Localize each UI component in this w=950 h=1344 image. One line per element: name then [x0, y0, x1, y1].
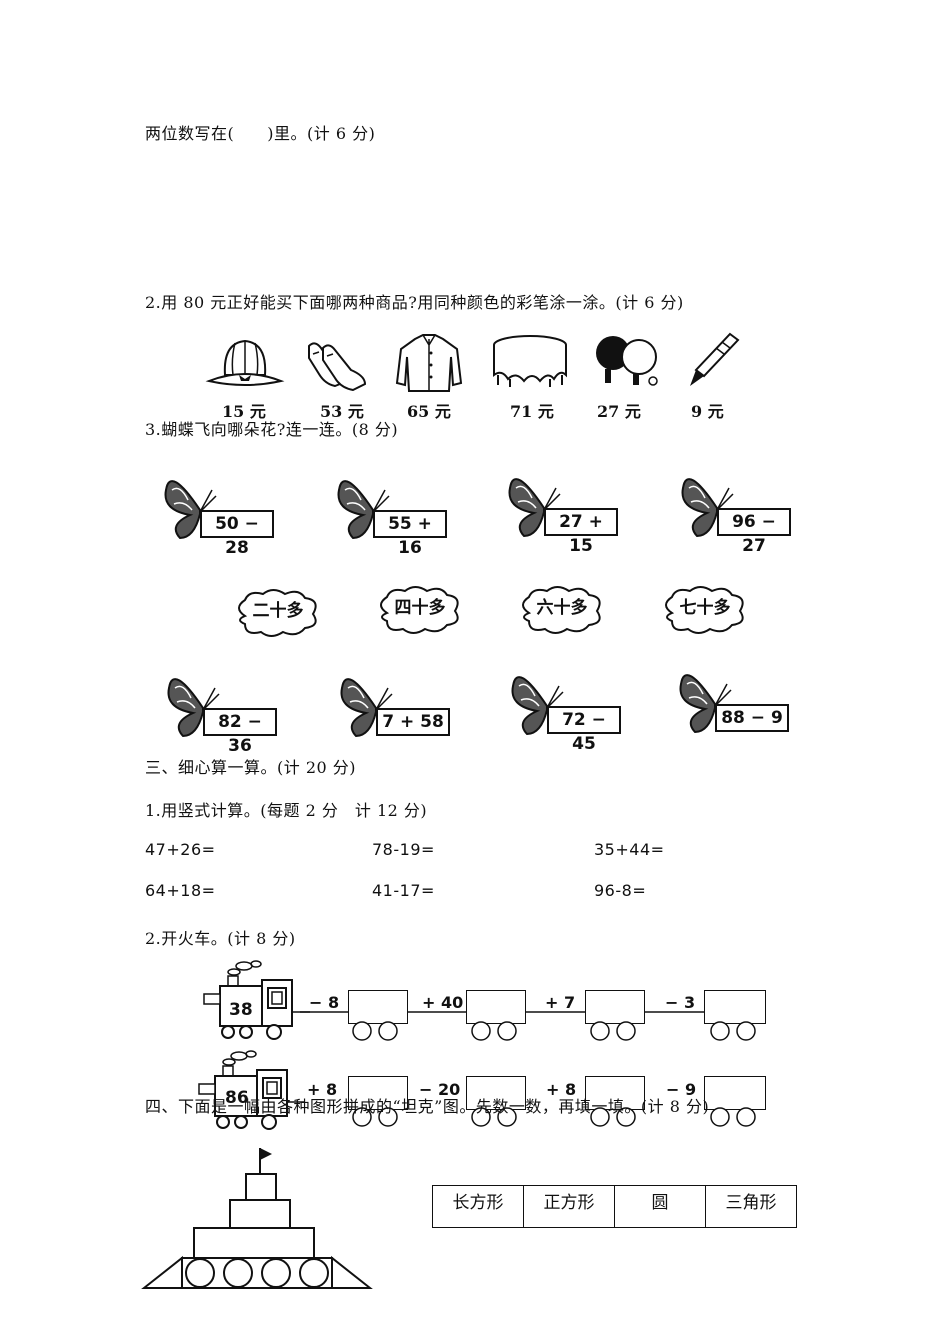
price-shoes: 53 元	[320, 402, 364, 421]
hat-icon	[205, 339, 285, 386]
calc-item: 35+44=	[594, 840, 665, 859]
butterfly-icon	[679, 674, 732, 734]
train1-op: + 7	[545, 993, 576, 1012]
butterfly-icon	[511, 676, 564, 736]
train1-car-answer[interactable]	[704, 990, 766, 1024]
expression-box: 88 − 9	[715, 704, 789, 732]
shirt-icon	[395, 334, 463, 392]
train2-car-answer[interactable]	[585, 1076, 645, 1110]
butterfly-card: 27 + 15	[504, 468, 624, 556]
expression-box: 50 − 28	[200, 510, 274, 558]
price-pen: 9 元	[691, 402, 724, 421]
q1-tail-text: 两位数写在( )里。(计 6 分)	[145, 124, 376, 143]
calc-item: 96-8=	[594, 881, 647, 900]
train2-op: + 8	[307, 1080, 338, 1099]
price-hat: 15 元	[222, 402, 266, 421]
train1-car-answer[interactable]	[348, 990, 408, 1024]
expression-box: 7 + 58	[376, 708, 450, 736]
section-3-q2: 2.开火车。(计 8 分)	[145, 929, 296, 948]
butterfly-icon	[508, 478, 561, 538]
pen-icon	[690, 332, 740, 386]
calc-item: 78-19=	[372, 840, 435, 859]
locomotive-icon	[198, 1050, 305, 1130]
price-shirt: 65 元	[407, 402, 451, 421]
train2-car-answer[interactable]	[704, 1076, 766, 1110]
flower-cloud: 四十多	[375, 585, 465, 635]
calc-item: 41-17=	[372, 881, 435, 900]
calc-item: 64+18=	[145, 881, 216, 900]
butterfly-card: 50 − 28	[160, 470, 280, 558]
train1-start: 38	[229, 1000, 253, 1020]
train1-car-answer[interactable]	[466, 990, 526, 1024]
table-header-circle: 圆	[614, 1185, 706, 1228]
train1-wheels	[352, 1021, 756, 1041]
butterfly-card: 88 − 9	[675, 664, 795, 739]
butterfly-card: 7 + 58	[336, 668, 456, 743]
train1-car-answer[interactable]	[585, 990, 645, 1024]
butterfly-icon	[167, 678, 220, 738]
flower-label: 二十多	[252, 601, 304, 621]
butterfly-card: 96 − 27	[677, 468, 797, 556]
butterfly-icon	[681, 478, 734, 538]
table-header-square: 正方形	[523, 1185, 615, 1228]
price-table: 71 元	[510, 402, 554, 421]
locomotive-icon	[203, 960, 310, 1040]
table-header-rectangle: 长方形	[432, 1185, 524, 1228]
train1-op: + 40	[422, 993, 464, 1012]
train2-start: 86	[225, 1088, 249, 1108]
butterfly-card: 82 − 36	[163, 668, 283, 756]
flower-cloud: 七十多	[660, 585, 750, 635]
q2-text: 2.用 80 元正好能买下面哪两种商品?用同种颜色的彩笔涂一涂。(计 6 分)	[145, 293, 684, 312]
price-paddles: 27 元	[597, 402, 641, 421]
shape-count-table: 长方形 正方形 圆 三角形	[432, 1185, 797, 1228]
calc-item: 47+26=	[145, 840, 216, 859]
expression-box: 27 + 15	[544, 508, 618, 556]
train1-op: − 8	[309, 993, 340, 1012]
flower-label: 六十多	[536, 598, 588, 618]
section-3-heading: 三、细心算一算。(计 20 分)	[145, 758, 357, 777]
butterfly-icon	[340, 678, 393, 738]
train2-wheels	[352, 1107, 756, 1127]
train2-op: − 9	[666, 1080, 697, 1099]
train2-op: − 20	[419, 1080, 461, 1099]
expression-box: 55 + 16	[373, 510, 447, 558]
train2-op: + 8	[546, 1080, 577, 1099]
butterfly-card: 72 − 45	[507, 666, 627, 754]
train1-op: − 3	[665, 993, 696, 1012]
train2-car-answer[interactable]	[466, 1076, 526, 1110]
train2-car-answer[interactable]	[348, 1076, 408, 1110]
section-4-heading: 四、下面是一幅由各种图形拼成的“坦克”图。先数一数，再填一填。(计 8 分)	[145, 1097, 710, 1116]
expression-box: 82 − 36	[203, 708, 277, 756]
butterfly-card: 55 + 16	[333, 470, 453, 558]
butterfly-icon	[164, 480, 217, 540]
butterfly-icon	[337, 480, 390, 540]
flower-label: 七十多	[679, 598, 731, 618]
tank-figure	[141, 1148, 373, 1289]
shoes-icon	[308, 342, 367, 392]
expression-box: 72 − 45	[547, 706, 621, 754]
expression-box: 96 − 27	[717, 508, 791, 556]
section-3-q1: 1.用竖式计算。(每题 2 分 计 12 分)	[145, 801, 428, 820]
ping-pong-paddles-icon	[596, 336, 658, 386]
flower-label: 四十多	[394, 598, 446, 618]
table-header-triangle: 三角形	[705, 1185, 797, 1228]
q3-text: 3.蝴蝶飞向哪朵花?连一连。(8 分)	[145, 420, 399, 439]
flower-cloud: 二十多	[233, 588, 323, 638]
flower-cloud: 六十多	[517, 585, 607, 635]
tablecloth-icon	[493, 335, 567, 387]
